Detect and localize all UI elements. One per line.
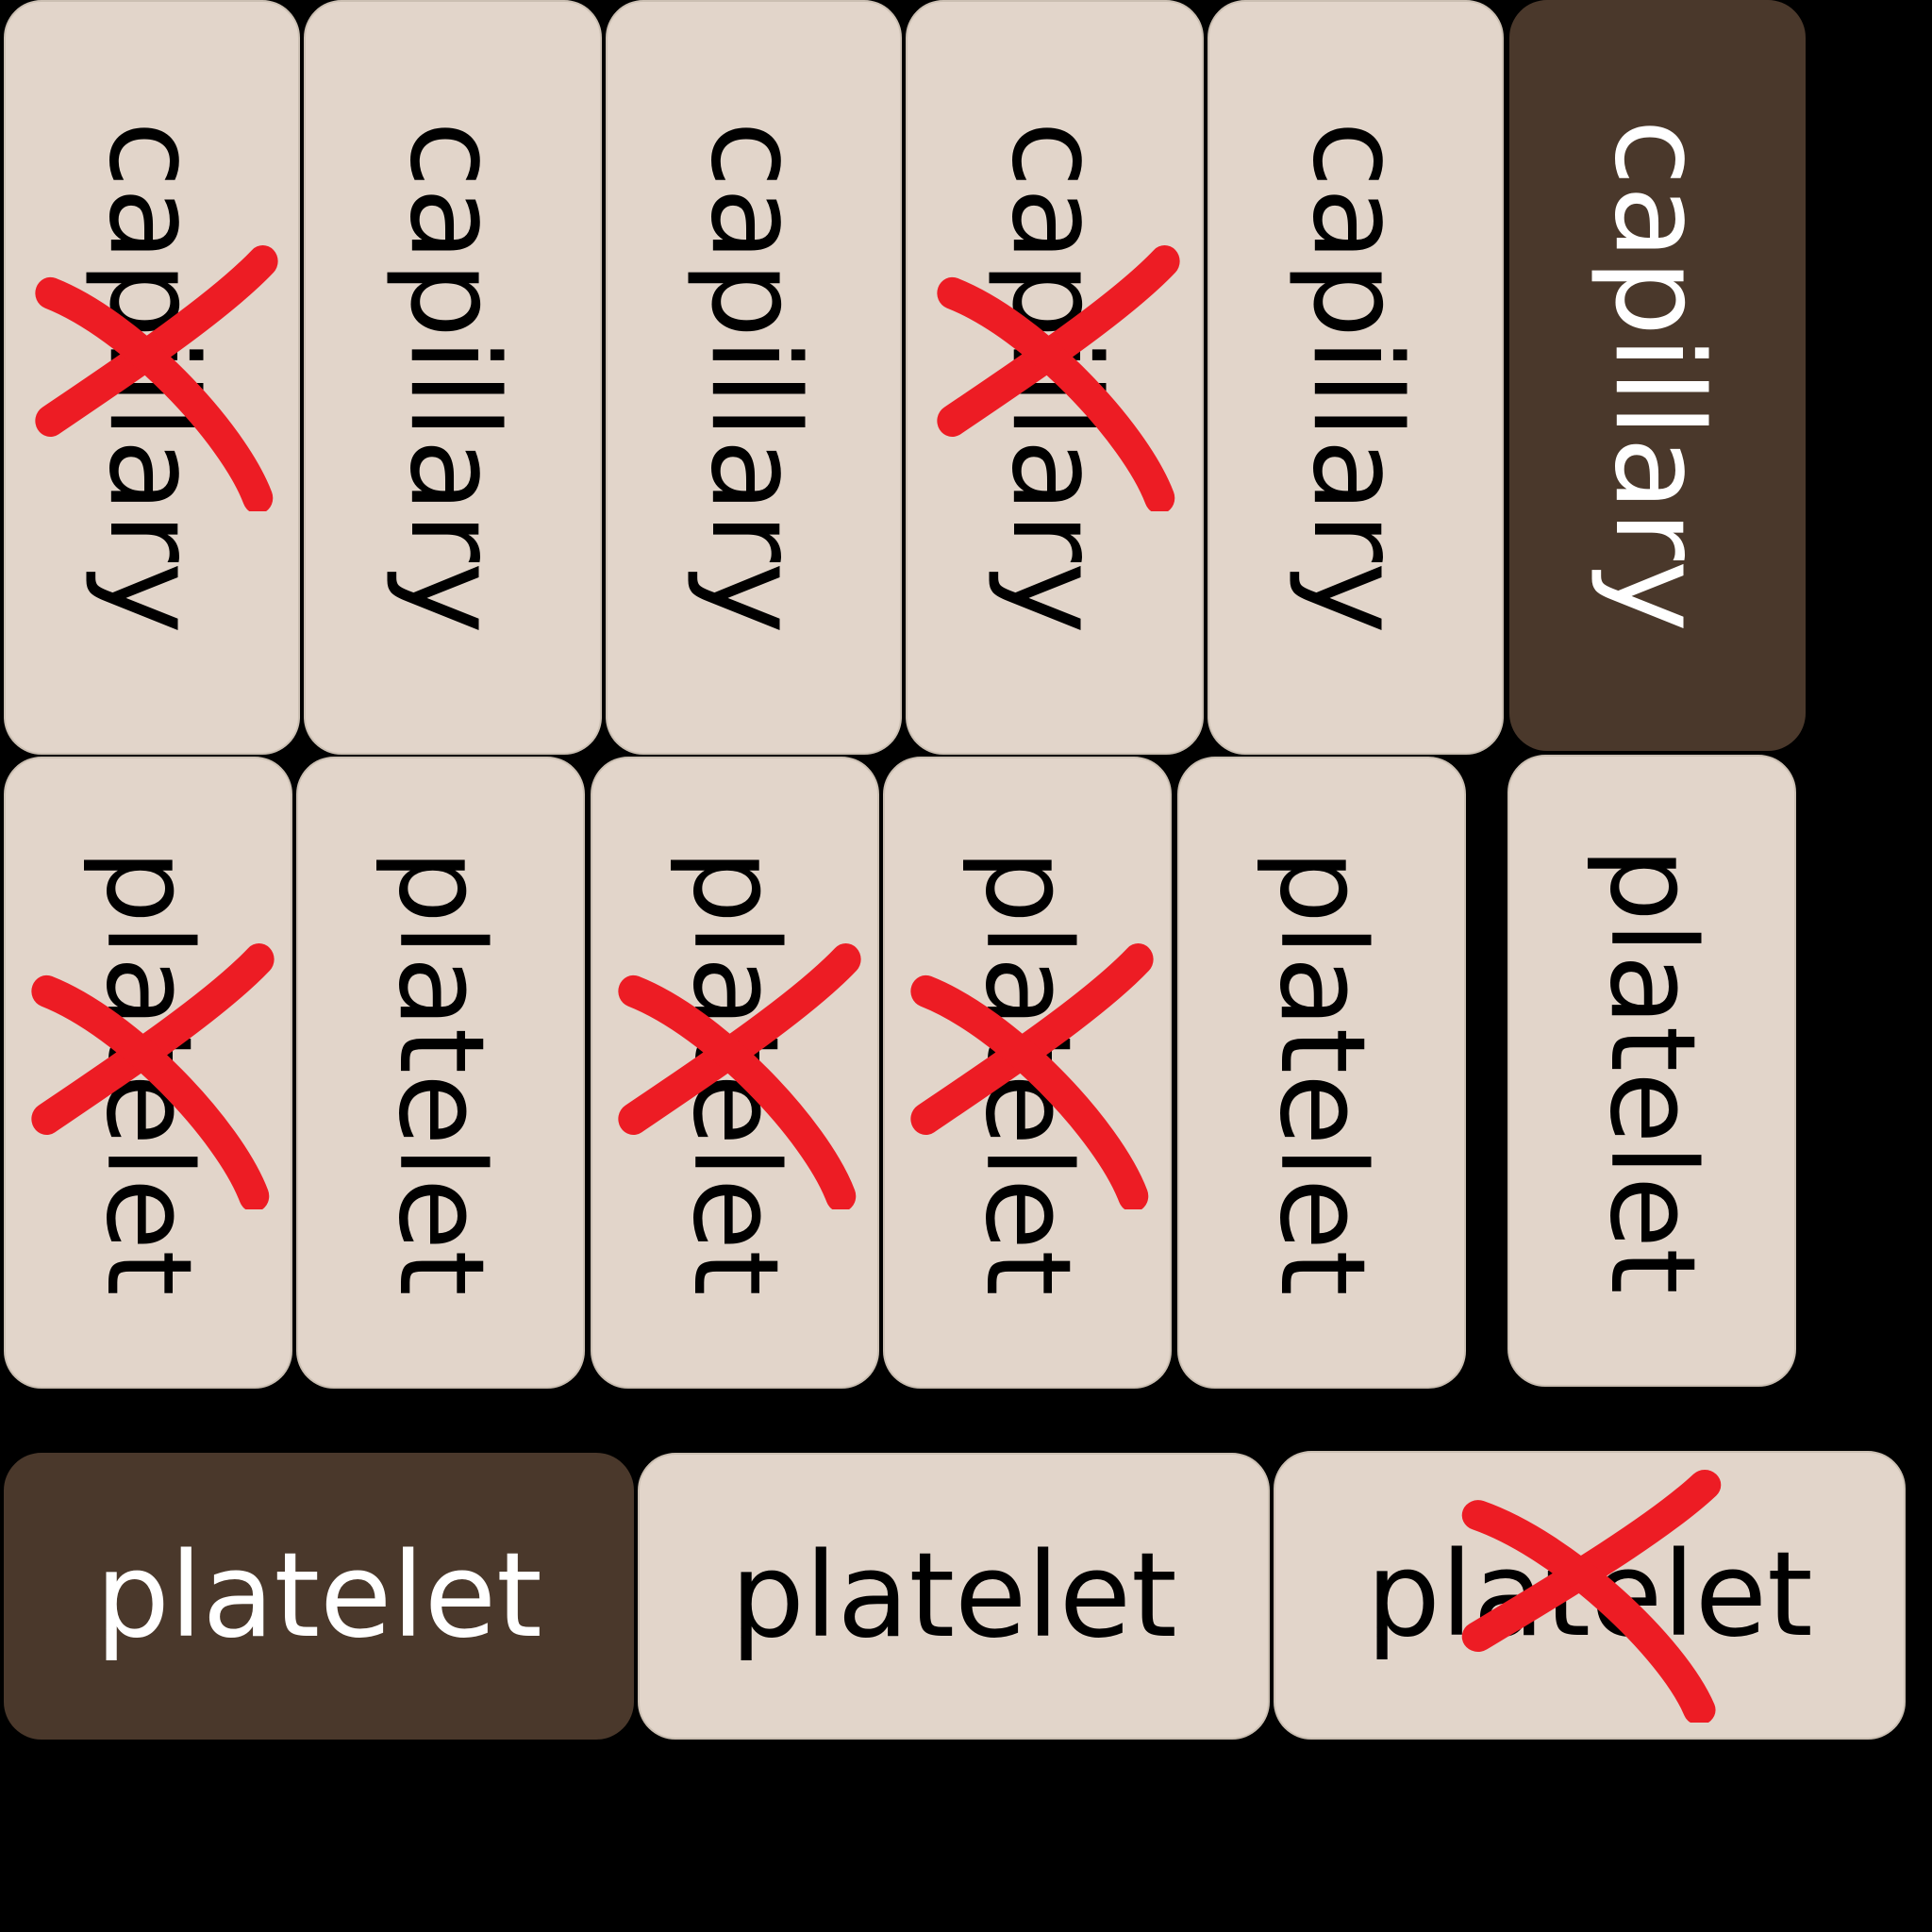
tile-label: platelet — [95, 1528, 542, 1664]
tile-platelet-5[interactable]: platelet — [1177, 757, 1466, 1389]
tile-capillary-4[interactable]: capillary — [906, 0, 1204, 755]
tile-platelet-wide-1[interactable]: platelet — [4, 1453, 634, 1740]
tile-label: capillary — [1588, 119, 1728, 632]
tile-label: capillary — [684, 121, 824, 634]
tile-label: capillary — [82, 121, 223, 634]
tile-platelet-3[interactable]: platelet — [591, 757, 879, 1389]
tile-platelet-6[interactable]: platelet — [1507, 755, 1796, 1387]
tile-label: platelet — [730, 1528, 1177, 1664]
tile-capillary-2[interactable]: capillary — [304, 0, 602, 755]
tile-label: platelet — [80, 849, 216, 1296]
tile-capillary-1[interactable]: capillary — [4, 0, 300, 755]
tile-label: capillary — [1286, 121, 1426, 634]
tile-platelet-2[interactable]: platelet — [296, 757, 585, 1389]
tile-label: capillary — [985, 121, 1125, 634]
tile-label: platelet — [959, 849, 1095, 1296]
tile-platelet-1[interactable]: platelet — [4, 757, 292, 1389]
tile-label: platelet — [1584, 847, 1720, 1294]
tile-label: platelet — [1254, 849, 1390, 1296]
tile-platelet-4[interactable]: platelet — [883, 757, 1172, 1389]
tile-label: capillary — [383, 121, 524, 634]
tile-platelet-wide-3[interactable]: platelet — [1274, 1451, 1906, 1740]
tile-capillary-3[interactable]: capillary — [606, 0, 902, 755]
tile-capillary-6[interactable]: capillary — [1509, 0, 1806, 751]
tile-label: platelet — [1366, 1527, 1813, 1663]
tile-platelet-wide-2[interactable]: platelet — [638, 1453, 1270, 1740]
tile-label: platelet — [373, 849, 508, 1296]
tile-label: platelet — [667, 849, 803, 1296]
tile-capillary-5[interactable]: capillary — [1208, 0, 1504, 755]
